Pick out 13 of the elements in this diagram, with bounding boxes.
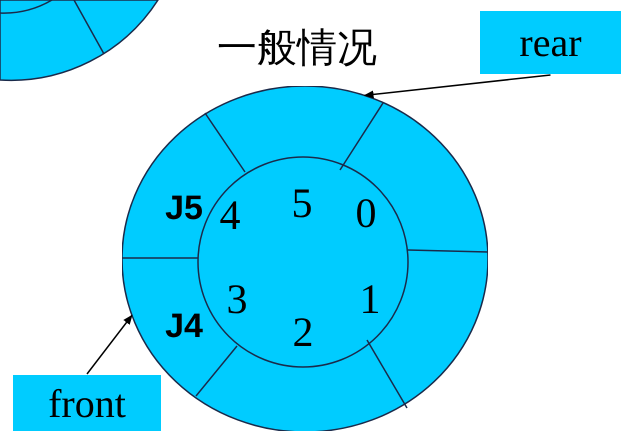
element-label: J4 — [165, 309, 203, 343]
slot-number: 5 — [292, 183, 312, 225]
slot-number: 3 — [226, 279, 248, 321]
pointer-box: front — [13, 375, 161, 431]
slot-number: 0 — [356, 193, 376, 235]
pointer-box: rear — [480, 11, 621, 74]
arrow — [86, 314, 133, 374]
element-label: J5 — [165, 191, 203, 225]
slot-number: 1 — [360, 279, 380, 321]
title: 一般情况 — [217, 28, 377, 68]
slot-number: 2 — [292, 312, 314, 354]
slot-number: 4 — [220, 195, 240, 237]
arrow — [364, 74, 551, 98]
